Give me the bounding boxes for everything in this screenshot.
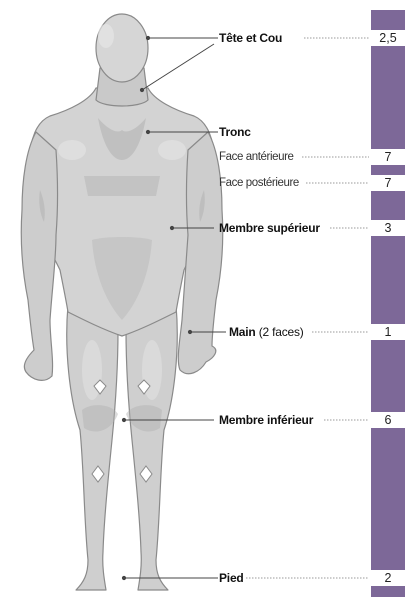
value-face-anterieure: 7: [371, 149, 405, 165]
label-main-paren: (2 faces): [259, 325, 304, 339]
head: [96, 14, 148, 82]
dotted-lines: [246, 38, 369, 578]
left-arm: [21, 132, 57, 380]
value-pied: 2: [371, 570, 405, 586]
label-membre-superieur: Membre supérieur: [219, 221, 320, 235]
label-tronc: Tronc: [219, 125, 251, 139]
label-pied: Pied: [219, 571, 244, 585]
label-main-text: Main: [229, 325, 256, 339]
label-tete-cou: Tête et Cou: [219, 31, 282, 45]
label-face-anterieure: Face antérieure: [219, 150, 294, 164]
value-face-posterieure: 7: [371, 175, 405, 191]
label-face-posterieure: Face postérieure: [219, 176, 299, 190]
value-membre-inferieur: 6: [371, 412, 405, 428]
value-bar: [371, 10, 405, 597]
value-main: 1: [371, 324, 405, 340]
label-membre-inferieur: Membre inférieur: [219, 413, 313, 427]
value-membre-superieur: 3: [371, 220, 405, 236]
label-main: Main (2 faces): [229, 325, 304, 339]
value-tete-cou: 2,5: [371, 30, 405, 46]
